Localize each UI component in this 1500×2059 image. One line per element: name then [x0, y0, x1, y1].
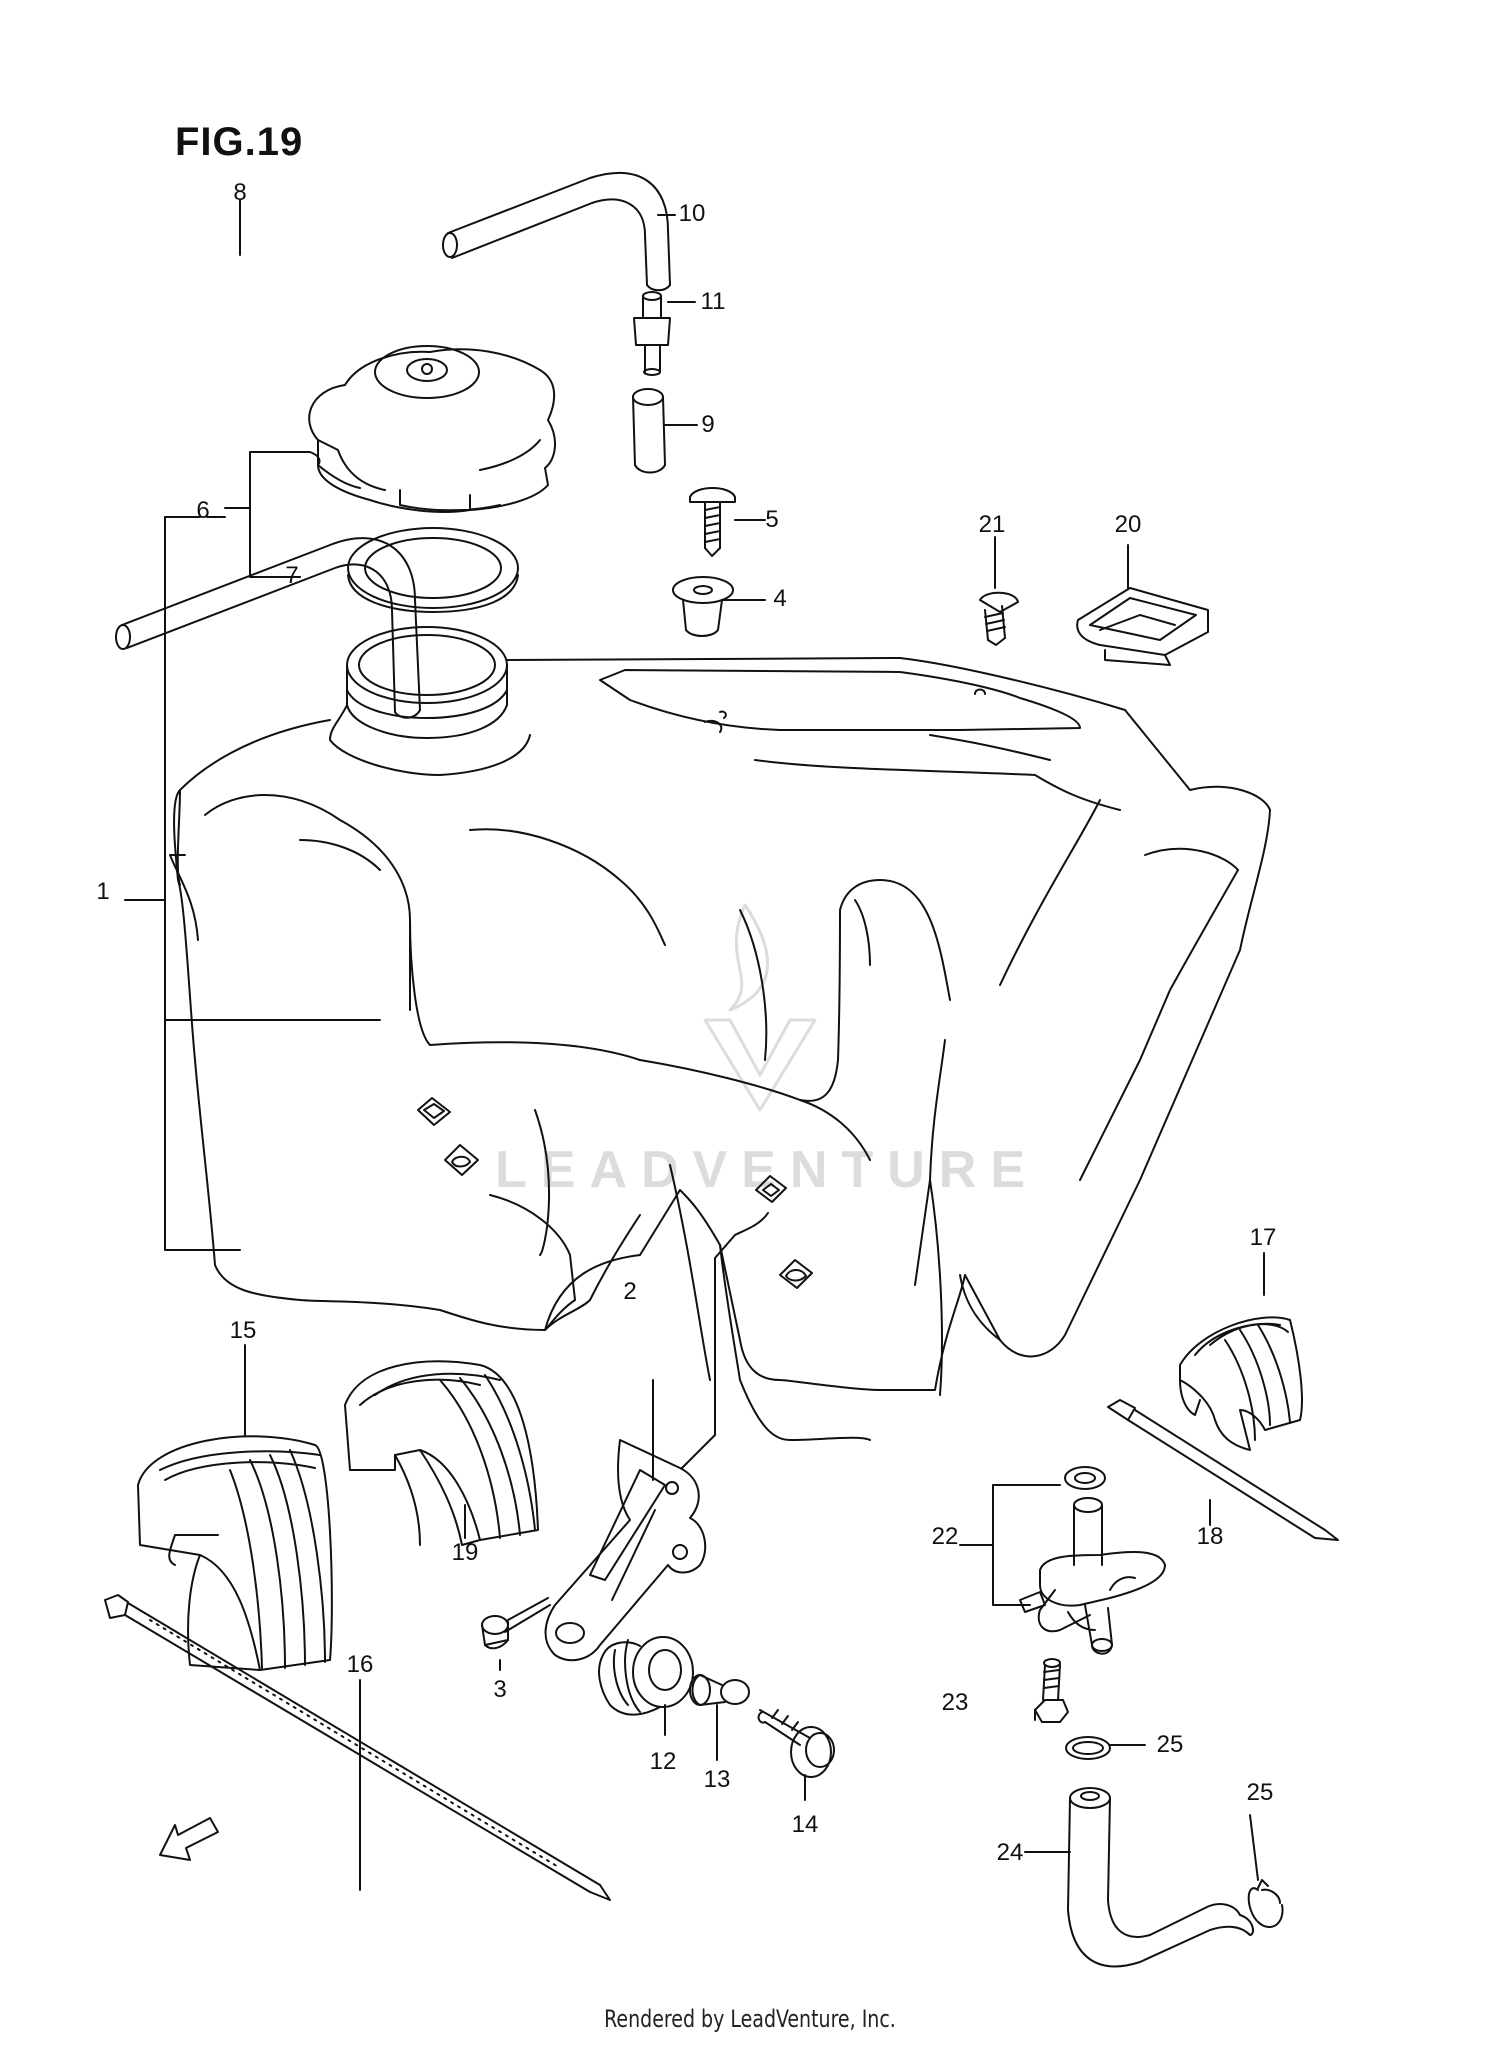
grommet-12	[599, 1637, 693, 1715]
screw-21	[980, 593, 1018, 645]
callout-bracket-1-6-7	[125, 452, 380, 1250]
callout-11: 11	[700, 288, 726, 315]
callout-16: 16	[346, 1651, 374, 1678]
cap-gasket-7	[348, 528, 518, 612]
callout-15: 15	[229, 1317, 257, 1344]
collar-13	[690, 1675, 749, 1705]
leader-lines	[207, 200, 1264, 1890]
vent-hose-8	[116, 538, 420, 1318]
footer-credit: Rendered by LeadVenture, Inc.	[604, 2005, 896, 2033]
callout-12: 12	[649, 1748, 677, 1775]
callout-6: 6	[196, 497, 210, 524]
callout-7: 7	[285, 562, 299, 589]
clamp-25a	[1066, 1737, 1110, 1759]
callout-10: 10	[678, 200, 706, 227]
fuel-cap-6	[309, 346, 555, 512]
callout-25-upper: 25	[1156, 1731, 1184, 1758]
fuel-hose-24	[1068, 1788, 1253, 1966]
cushion-19	[345, 1361, 538, 1545]
bolt-3	[482, 1598, 550, 1648]
cushion-17	[1180, 1317, 1302, 1450]
callout-8: 8	[233, 179, 247, 206]
bolt-23	[1035, 1659, 1068, 1722]
callout-bracket-22	[960, 1485, 1060, 1605]
fuel-tank-1	[170, 627, 1270, 1440]
watermark-text: LEADVENTURE	[495, 1141, 1040, 1199]
cable-tie-18	[1108, 1400, 1338, 1540]
vent-hose-10	[443, 173, 670, 290]
callout-19: 19	[451, 1539, 479, 1566]
callout-5: 5	[765, 506, 779, 533]
callout-18: 18	[1196, 1523, 1224, 1550]
bracket-2	[546, 1213, 768, 1660]
cushion-15	[138, 1436, 332, 1670]
callout-21: 21	[978, 511, 1006, 538]
callout-20: 20	[1114, 511, 1142, 538]
callout-14: 14	[791, 1811, 819, 1838]
callout-2: 2	[623, 1278, 637, 1305]
callout-3: 3	[493, 1676, 507, 1703]
grommet-4	[673, 577, 733, 636]
tube-9	[633, 389, 665, 473]
callout-25-lower: 25	[1246, 1779, 1274, 1806]
callout-9: 9	[701, 411, 715, 438]
callout-23: 23	[941, 1689, 969, 1716]
cable-tie-16	[105, 1595, 610, 1900]
clamp-25b	[1249, 1880, 1283, 1927]
callout-1: 1	[96, 878, 110, 905]
bracket-20	[1077, 588, 1208, 665]
callout-17: 17	[1249, 1224, 1277, 1251]
watermark-logo	[705, 905, 815, 1110]
bolt-14	[759, 1710, 834, 1777]
callout-4: 4	[773, 585, 787, 612]
fitting-11	[634, 292, 670, 375]
fuel-cock-22	[1020, 1467, 1165, 1654]
callout-24: 24	[996, 1839, 1024, 1866]
fwd-arrow	[160, 1818, 218, 1860]
screw-5	[690, 488, 735, 556]
callout-22: 22	[931, 1523, 959, 1550]
figure-title: FIG.19	[175, 120, 304, 164]
callout-13: 13	[703, 1766, 731, 1793]
